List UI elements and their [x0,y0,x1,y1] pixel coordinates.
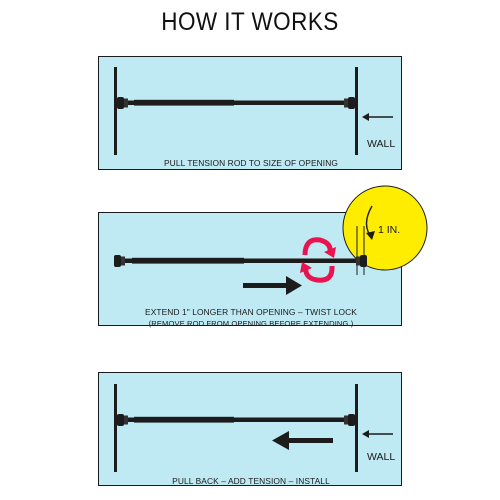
step-1-rod-inner-sleeve [134,99,234,106]
step-1-left-cap [117,97,124,109]
step-3-right-collar [344,415,348,425]
step-2-measure-arrow-head [366,231,375,240]
step-1-left-wall [114,67,117,155]
step-1-rod-drawing [114,67,393,155]
step-3-right-cap [348,414,355,426]
step-3-left-wall [114,384,117,472]
step-2-extend-arrow-shaft [243,283,288,288]
step-1-wall-label: WALL [367,138,396,150]
step-3-pull-arrow-shaft [287,438,333,443]
step-2-caption-line-2: (REMOVE ROD FROM OPENING BEFORE EXTENDIN… [148,319,354,328]
step-2-left-collar [121,256,125,266]
step-2-left-cap [114,255,121,267]
step-2-measure-label: 1 IN. [378,224,401,236]
step-3-caption: PULL BACK – ADD TENSION – INSTALL [172,476,330,486]
step-2-twist-arrow-bottom [303,265,335,283]
step-3-wall-label: WALL [367,451,396,463]
step-3-panel: PULL BACK – ADD TENSION – INSTALL WALL [98,372,402,486]
step-3-left-cap [117,414,124,426]
step-1-right-cap [348,97,355,109]
step-1-panel: PULL TENSION ROD TO SIZE OF OPENING WALL [98,56,402,170]
step-1-right-collar [344,98,348,108]
page-title: HOW IT WORKS [161,8,339,36]
step-2-right-collar [356,256,360,266]
step-1-wall-arrow-head [362,113,369,121]
step-2-twist-arrow-top [302,237,333,256]
step-3-left-collar [124,415,128,425]
step-3-pull-arrow-head [272,431,289,450]
step-2-twist-arrow-top-head [324,247,336,258]
step-3-rod-drawing [114,384,393,472]
step-2-extend-arrow-head [286,276,302,295]
step-3-right-wall [355,384,358,472]
step-3-rod-inner-sleeve [134,416,234,423]
step-3-wall-arrow-head [362,430,369,438]
step-2-twist-arrow-bottom-head [300,262,312,273]
step-1-left-collar [124,98,128,108]
step-1-right-wall [355,67,358,155]
step-2-right-cap [360,255,367,267]
step-2-rod-inner-sleeve [132,257,244,264]
step-2-rod-drawing [114,185,428,295]
step-1-caption: PULL TENSION ROD TO SIZE OF OPENING [164,158,338,168]
step-2-caption-line-1: EXTEND 1" LONGER THAN OPENING – TWIST LO… [145,307,357,317]
